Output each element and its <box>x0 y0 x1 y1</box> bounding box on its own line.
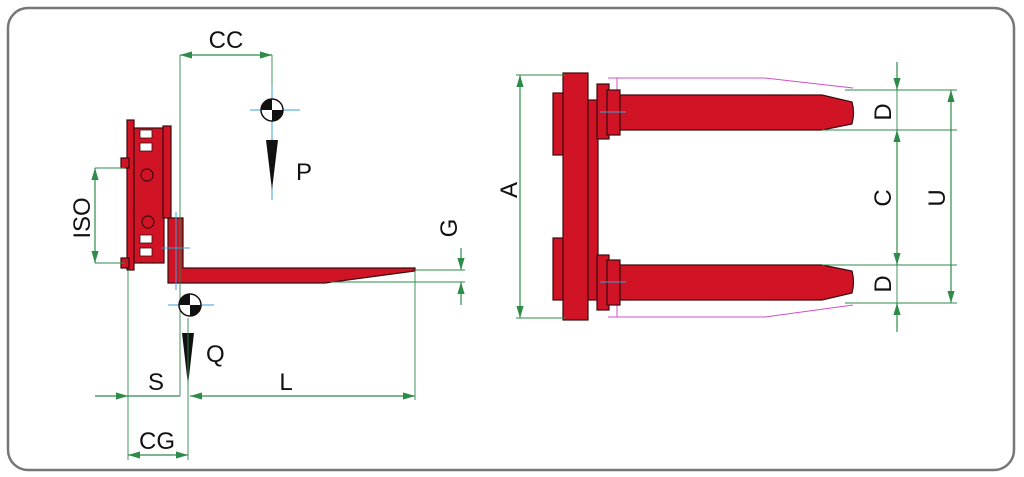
load-center-p-icon <box>250 85 300 200</box>
label-p: P <box>296 159 312 186</box>
back-plate <box>562 72 589 321</box>
side-view: CC P ISO G Q <box>69 27 465 460</box>
label-cc: CC <box>209 27 244 54</box>
fork-bottom <box>619 264 855 301</box>
label-u: U <box>924 189 951 206</box>
fork-top <box>619 94 855 131</box>
fork-side <box>167 217 416 284</box>
top-view: A D C U D <box>496 62 957 332</box>
label-iso: ISO <box>69 197 96 238</box>
label-d-top: D <box>870 103 897 120</box>
label-s: S <box>148 369 164 396</box>
carriage-bar <box>587 99 599 301</box>
label-l: L <box>279 369 292 396</box>
label-d-bottom: D <box>870 275 897 292</box>
label-cg: CG <box>139 428 175 455</box>
fork-extended-outline <box>608 77 854 318</box>
label-g: G <box>436 219 463 238</box>
label-c: C <box>870 189 897 206</box>
label-q: Q <box>206 341 225 368</box>
label-a: A <box>496 182 523 198</box>
